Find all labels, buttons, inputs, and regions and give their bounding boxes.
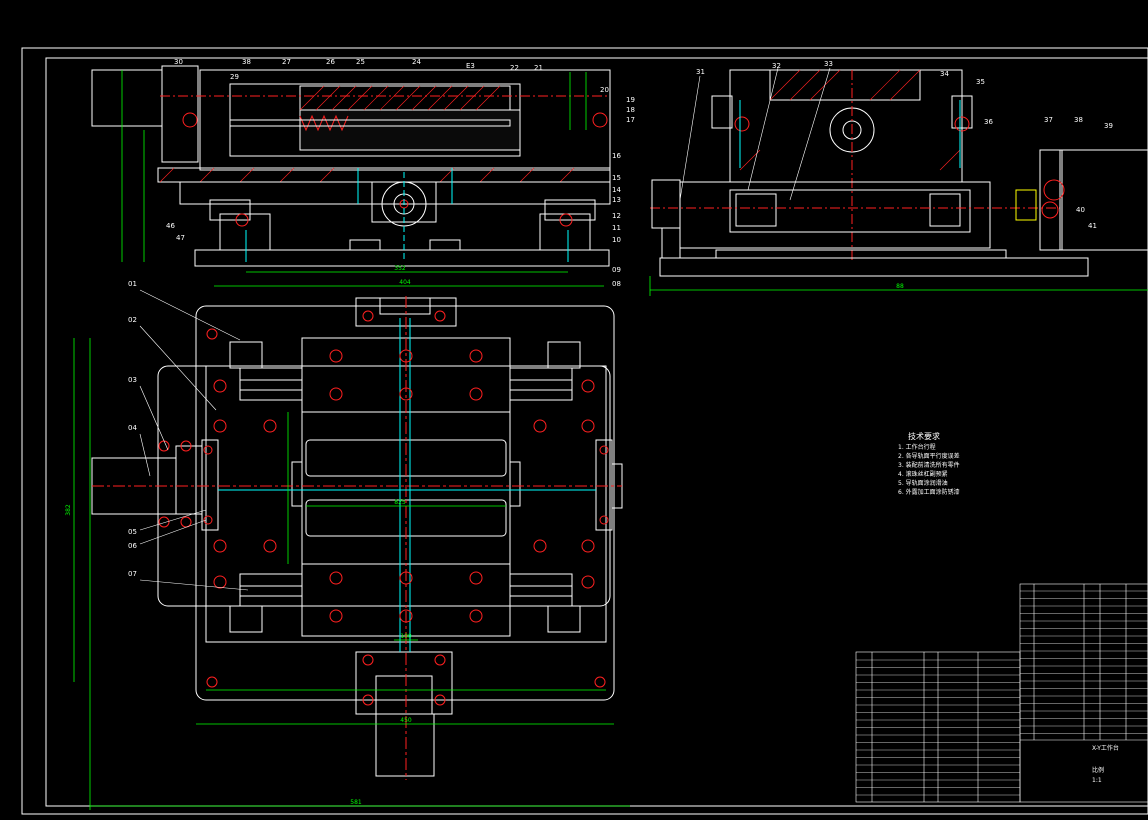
plan-view — [91, 296, 623, 780]
title-block-scale-label: 比例 — [1092, 767, 1105, 774]
dim-plan-width: 450 — [400, 717, 412, 724]
technical-notes: 技术要求 1. 工作台行程 2. 各导轨面平行度误差 3. 装配前清洗所有零件 … — [898, 432, 1078, 497]
notes-line: 1. 工作台行程 — [898, 444, 936, 451]
notes-line: 5. 导轨面涂润滑油 — [898, 480, 948, 487]
title-block: X-Y工作台 比例 1:1 — [1092, 744, 1148, 786]
dim-elev-overall: 404 — [399, 279, 411, 286]
dim-plan-height: 382 — [65, 504, 72, 516]
notes-line: 3. 装配前清洗所有零件 — [898, 462, 960, 469]
title-block-name: X-Y工作台 — [1092, 745, 1119, 752]
notes-line: 2. 各导轨面平行度误差 — [898, 453, 960, 460]
leader-lines — [139, 67, 831, 591]
dim-plan-inner: 825 — [394, 499, 406, 506]
notes-line: 4. 滚珠丝杠副预紧 — [898, 471, 948, 478]
side-elevation-dimensions — [649, 276, 1148, 296]
notes-title: 技术要求 — [908, 432, 940, 441]
plan-dimensions — [73, 338, 630, 810]
plan-bolt-holes — [158, 310, 609, 706]
dim-right-width: 88 — [896, 283, 904, 290]
outer-border — [21, 47, 1148, 815]
front-elevation-view — [91, 65, 611, 267]
front-elevation-dimensions — [121, 70, 604, 287]
dim-elev-width: 352 — [394, 265, 406, 272]
dim-plan-overall: 581 — [350, 799, 362, 806]
dim-plan-slot: 100 — [400, 633, 412, 640]
notes-line: 6. 外露加工面涂防锈漆 — [898, 489, 960, 496]
side-elevation-view — [650, 69, 1148, 277]
title-block-scale: 1:1 — [1092, 777, 1102, 784]
